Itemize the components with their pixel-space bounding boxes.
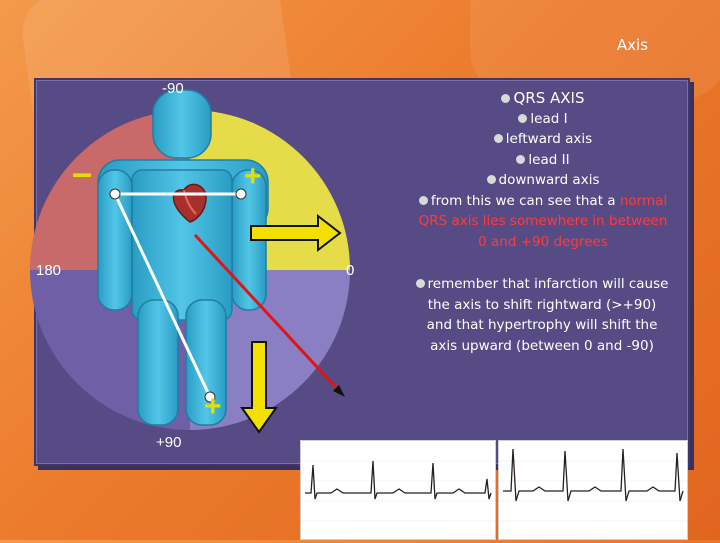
bullet-dot	[418, 195, 428, 205]
downward-vector-arrow	[240, 341, 278, 434]
ecg-strip-lead-ii	[498, 440, 688, 540]
figure-head	[152, 89, 212, 159]
ecg-strip-lead-i	[300, 440, 496, 540]
note-lead-i: lead I	[530, 110, 568, 127]
ecg-trace-lead-i	[301, 460, 495, 522]
qrs-axis-vector	[193, 233, 343, 395]
bullet-dot	[493, 134, 503, 143]
label-180: 180	[36, 262, 62, 279]
bullet-dot	[501, 94, 511, 103]
infarction-hypertrophy-note: remember that infarction will cause the …	[392, 274, 692, 356]
label-0: 0	[346, 262, 355, 279]
bullet-dot	[486, 175, 496, 184]
conclusion-prefix: from this we can see that a	[430, 192, 620, 209]
ecg-trace-lead-ii	[499, 448, 687, 522]
electrode-left-arm	[235, 188, 247, 200]
conclusion-highlight: normal	[619, 192, 668, 209]
leftward-vector-arrow	[250, 213, 342, 253]
conclusion-line-3: 0 and +90 degrees	[478, 233, 608, 250]
note-leftward-axis: leftward axis	[505, 131, 593, 147]
note-downward-axis: downward axis	[498, 172, 600, 188]
note-line-1: remember that infarction will cause	[427, 276, 669, 292]
electrode-right-arm	[109, 188, 121, 200]
lead-ii-line	[113, 193, 212, 398]
note-line-4: axis upward (between 0 and -90)	[430, 337, 654, 354]
slide-title: Axis	[616, 36, 648, 54]
note-line-3: and that hypertrophy will shift the	[426, 317, 658, 333]
qrs-axis-notes: QRS AXIS lead I leftward axis lead II do…	[388, 88, 698, 252]
bullet-dot	[516, 154, 526, 164]
label-plus-90: +90	[156, 434, 182, 451]
note-lead-ii: lead II	[528, 151, 570, 168]
figure-right-leg	[185, 299, 227, 426]
minus-sign: –	[72, 152, 93, 193]
bullet-dot	[415, 279, 425, 288]
note-line-2: the axis to shift rightward (>+90)	[427, 296, 657, 313]
plus-sign-bottom: +	[204, 390, 222, 423]
qrs-axis-arrowhead	[333, 385, 345, 397]
figure-left-leg	[137, 299, 179, 426]
plus-sign-right: +	[244, 160, 262, 193]
electrode-left-leg	[204, 391, 216, 403]
bullet-dot	[518, 113, 528, 123]
label-minus-90: -90	[162, 80, 184, 97]
qrs-axis-heading: QRS AXIS	[513, 89, 585, 107]
conclusion-line-2: QRS axis lies somewhere in between	[418, 213, 668, 229]
